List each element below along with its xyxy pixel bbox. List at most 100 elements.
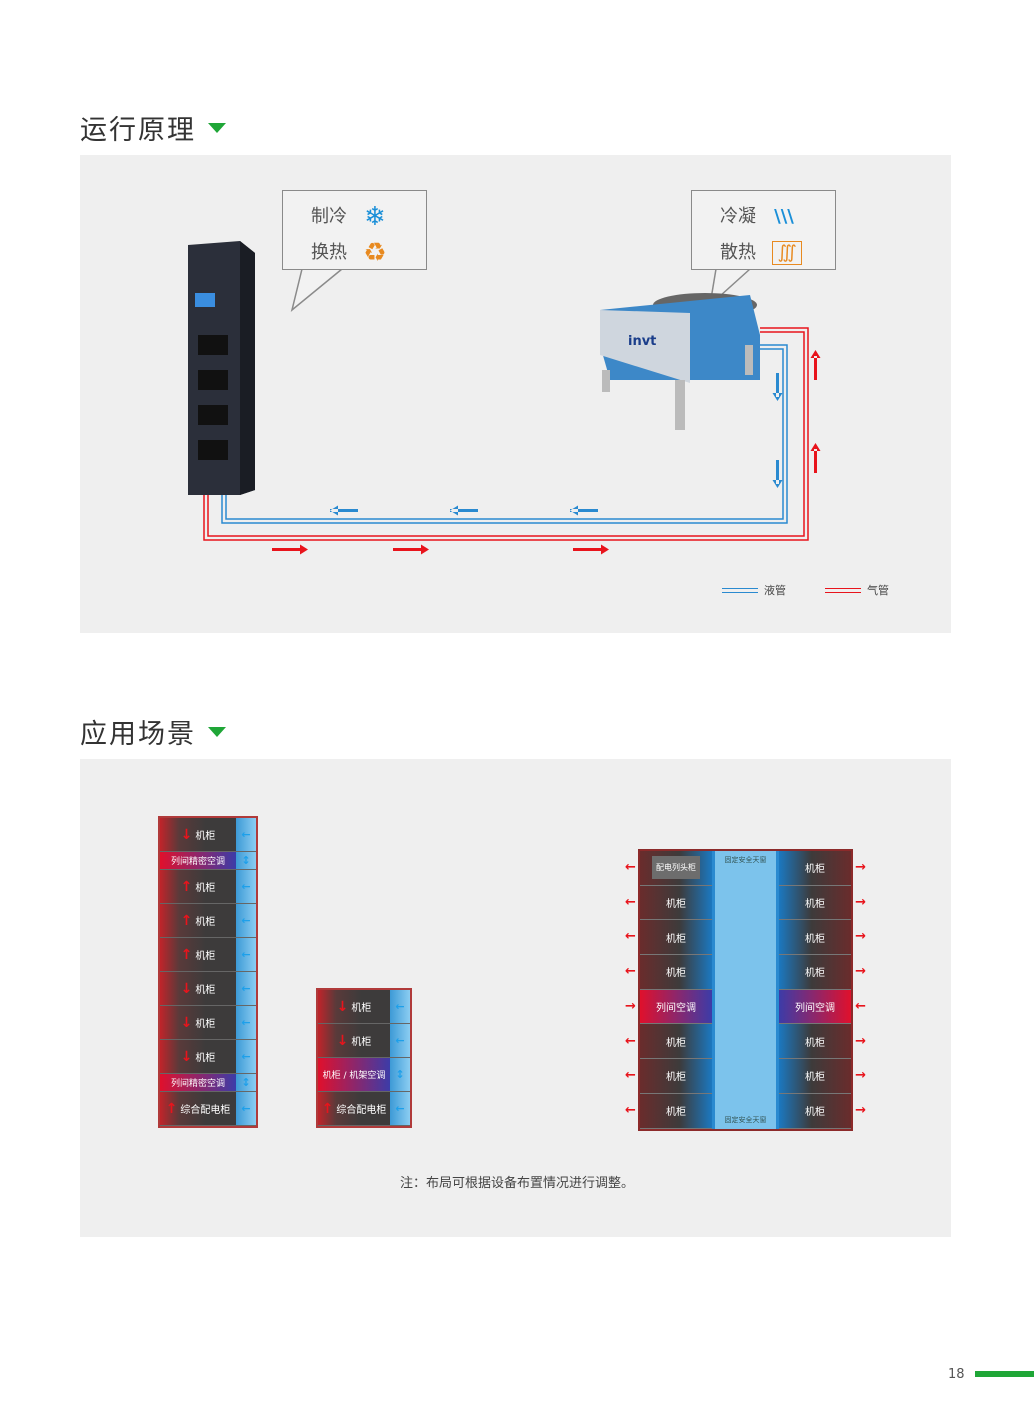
unit-label: 机柜: [666, 899, 686, 911]
layout-single-row-b: ↓机柜←↓机柜←机柜 / 机架空调↕↑综合配电柜←: [316, 988, 412, 1128]
callout-condensing: 冷凝\\\ 散热∭: [691, 190, 836, 270]
unit-body: ↓机柜: [318, 990, 390, 1023]
cold-aisle-segment: ←: [390, 1024, 410, 1057]
cabinet: 机柜: [640, 1093, 712, 1129]
liquid-pipe: [221, 344, 788, 524]
hot-air-arrow-icon: ←: [625, 1102, 636, 1118]
ac-unit-row: 列间精密空调 ↕: [160, 852, 256, 870]
arrow-left-icon: ←: [395, 1000, 405, 1013]
arrow-up-icon: ↑: [180, 946, 193, 963]
cold-aisle-segment: ←: [236, 818, 256, 851]
unit-body: ↓机柜: [160, 972, 236, 1005]
unit-label: 机柜: [805, 968, 825, 980]
arrow-down-icon: ↓: [180, 826, 193, 843]
cold-aisle-segment: ↕: [236, 852, 256, 869]
unit-label: 机柜: [195, 883, 216, 894]
cold-aisle-segment: ←: [236, 870, 256, 903]
cabinet-row: ↓机柜←: [160, 1040, 256, 1074]
arrow-left-icon: ←: [241, 1102, 251, 1115]
cabinet-row: ↑综合配电柜 ←: [160, 1092, 256, 1126]
cabinet: 机柜: [779, 851, 851, 886]
unit-label: 机柜: [805, 1037, 825, 1049]
ac-unit-row: 列间精密空调 ↕: [160, 1074, 256, 1092]
cold-aisle: 固定安全天窗 固定安全天窗: [712, 851, 779, 1129]
aisle-left-row: 配电列头柜机柜机柜机柜列间空调机柜机柜机柜: [640, 851, 712, 1129]
cabinet: 机柜: [779, 955, 851, 990]
cabinet-row: ↓机柜←: [160, 1006, 256, 1040]
arrow-left-icon: ←: [241, 982, 251, 995]
unit-label: 机柜: [666, 933, 686, 945]
section-title-text: 运行原理: [80, 115, 196, 146]
cold-aisle-segment: ←: [236, 904, 256, 937]
cabinet-row: ↓机柜 ←: [318, 990, 410, 1024]
unit-label: 列间精密空调: [170, 857, 225, 867]
condense-label: 冷凝: [720, 206, 756, 227]
page-number: 18: [948, 1367, 965, 1382]
unit-label: 机柜: [195, 985, 216, 996]
recycle-icon: ♻: [363, 238, 387, 268]
cabinet: 机柜: [640, 920, 712, 956]
ac-unit: 列间空调: [779, 989, 851, 1025]
principle-panel: invt 制冷❄ 换热♻ 冷凝\\\ 散热∭: [80, 155, 951, 633]
unit-body: ↑机柜: [160, 904, 236, 937]
cabinet-row: ↑机柜 ←: [160, 870, 256, 904]
unit-body: ↑综合配电柜: [160, 1092, 236, 1125]
unit-body: ↓机柜: [160, 818, 236, 851]
gas-flow-arrows: [272, 350, 821, 555]
page-accent-bar: [975, 1371, 1034, 1377]
cold-aisle-segment: ←: [236, 1040, 256, 1073]
unit-label: 机柜: [805, 933, 825, 945]
cold-aisle-segment: ←: [236, 1006, 256, 1039]
cold-aisle-segment: ↕: [236, 1074, 256, 1091]
refrigeration-diagram: invt: [188, 241, 821, 555]
unit-label: 机柜 / 机架空调: [322, 1071, 386, 1081]
hot-air-arrow-icon: →: [855, 1068, 866, 1084]
unit-label: 综合配电柜: [336, 1105, 387, 1116]
hot-air-arrow-icon: ←: [855, 998, 866, 1014]
aisle-right-row: 机柜机柜机柜机柜列间空调机柜机柜机柜: [779, 851, 851, 1129]
unit-body: ↑机柜: [160, 938, 236, 971]
unit-label: 机柜: [666, 1037, 686, 1049]
layout-closed-aisle: 固定安全天窗 固定安全天窗 配电列头柜机柜机柜机柜列间空调机柜机柜机柜 机柜机柜…: [625, 849, 866, 1131]
hot-air-arrow-icon: ←: [625, 894, 636, 910]
unit-label: 机柜: [195, 917, 216, 928]
triangle-down-icon: [208, 726, 226, 737]
legend-gas: 气管: [825, 582, 889, 598]
outdoor-condenser-image: invt: [600, 293, 760, 430]
unit-body: ↑机柜: [160, 870, 236, 903]
liquid-flow-arrows: [330, 373, 783, 516]
indoor-unit-image: [188, 241, 255, 495]
arrow-down-icon: ↓: [180, 980, 193, 997]
section-title-scenarios: 应用场景: [80, 712, 226, 751]
gas-pipe: [203, 327, 809, 541]
skylight-top-label: 固定安全天窗: [724, 856, 767, 864]
hot-air-arrow-icon: ←: [625, 1068, 636, 1084]
cabinet-row: ↑机柜 ←: [160, 904, 256, 938]
cabinet: 机柜: [779, 1093, 851, 1129]
arrow-updown-icon: ↕: [241, 854, 251, 867]
arrow-left-icon: ←: [241, 1050, 251, 1063]
unit-label: 机柜: [805, 899, 825, 911]
snowflake-icon: ❄: [364, 202, 386, 232]
unit-label: 机柜: [666, 1107, 686, 1119]
unit-label: 机柜: [351, 1003, 372, 1014]
unit-label: 机柜: [195, 1019, 216, 1030]
unit-label: 配电列头柜: [652, 856, 700, 880]
arrow-left-icon: ←: [241, 948, 251, 961]
cold-aisle-segment: ←: [236, 972, 256, 1005]
unit-label: 列间精密空调: [170, 1079, 225, 1089]
cabinet-row: ↑综合配电柜←: [318, 1092, 410, 1126]
arrow-up-icon: ↑: [321, 1100, 334, 1117]
arrow-left-icon: ←: [241, 914, 251, 927]
cabinet: 机柜: [779, 1024, 851, 1060]
unit-body: ↑综合配电柜: [318, 1092, 390, 1125]
section-title-text: 应用场景: [80, 719, 196, 750]
arrow-down-icon: ↓: [336, 998, 349, 1015]
section-title-principle: 运行原理: [80, 108, 226, 147]
heat-exchange-label: 换热: [311, 242, 347, 263]
arrow-left-icon: ←: [241, 880, 251, 893]
unit-label: 机柜: [351, 1037, 372, 1048]
hot-air-arrow-icon: ←: [625, 964, 636, 980]
unit-label: 综合配电柜: [180, 1105, 231, 1116]
cabinet: 机柜: [779, 920, 851, 956]
